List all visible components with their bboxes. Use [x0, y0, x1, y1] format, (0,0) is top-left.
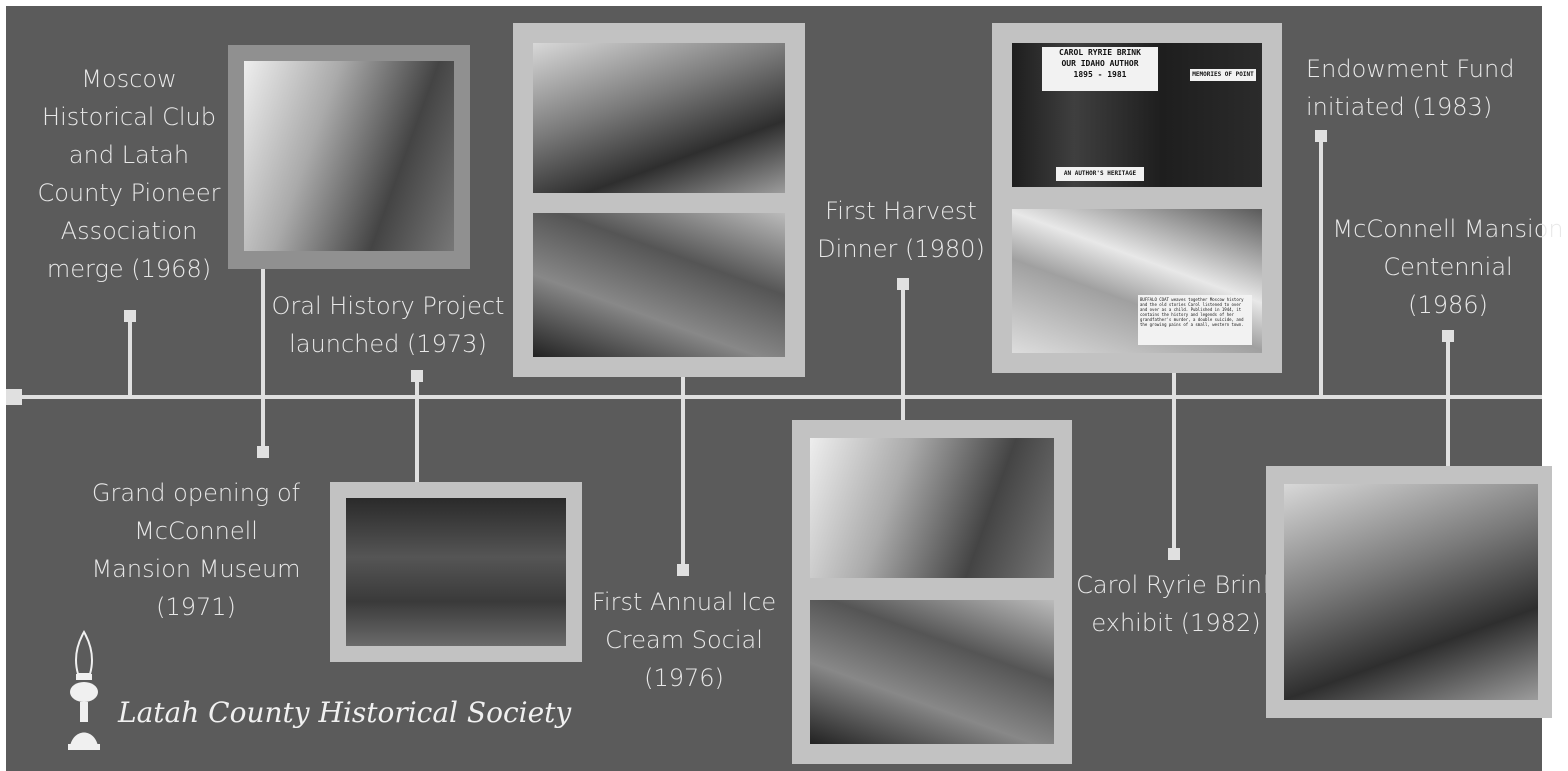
ice-cream-social-photo-2 [533, 213, 785, 357]
stem-1973 [415, 378, 419, 488]
stem-1986 [1446, 338, 1450, 466]
timeline-canvas: Moscow Historical Club and Latah County … [6, 6, 1564, 771]
node-1976 [677, 564, 689, 576]
photo-frame-harvest-dinner [792, 420, 1072, 764]
node-1973 [411, 370, 423, 382]
stem-1968 [128, 318, 132, 398]
photo-frame-mansion-interior [1266, 466, 1552, 718]
book-display-photo: BUFFALO COAT weaves together Moscow hist… [1012, 209, 1262, 353]
event-label-1968: Moscow Historical Club and Latah County … [37, 65, 221, 283]
oral-history-photo [346, 498, 566, 646]
exhibit-sign-bottom: AN AUTHOR'S HERITAGE [1056, 167, 1144, 181]
node-1982 [1168, 548, 1180, 560]
node-1980 [897, 278, 909, 290]
stem-1980 [901, 286, 905, 420]
mansion-exterior-photo [244, 61, 454, 251]
oil-lamp-icon [64, 628, 104, 754]
event-label-1980: First Harvest Dinner (1980) [817, 197, 985, 263]
harvest-dinner-tables-photo [810, 600, 1054, 744]
exhibit-sign-side: MEMORIES OF POINT [1190, 69, 1256, 81]
event-label-1973: Oral History Project launched (1973) [271, 292, 505, 358]
node-1983 [1315, 130, 1327, 142]
stem-1971 [261, 268, 265, 452]
timeline-axis [6, 395, 1542, 399]
mansion-interior-photo [1284, 484, 1538, 700]
photo-frame-brink-exhibit: CAROL RYRIE BRINK OUR IDAHO AUTHOR 1895 … [992, 23, 1282, 373]
event-label-1982: Carol Ryrie Brink exhibit (1982) [1076, 571, 1276, 637]
stem-1983 [1319, 138, 1323, 398]
society-logo-text: Latah County Historical Society [118, 696, 572, 729]
stem-1982 [1172, 372, 1176, 552]
stem-1976 [681, 376, 685, 572]
photo-frame-oral-history [330, 482, 582, 662]
event-label-1971: Grand opening of McConnell Mansion Museu… [91, 479, 301, 621]
exhibit-sign-title: CAROL RYRIE BRINK OUR IDAHO AUTHOR 1895 … [1042, 47, 1158, 91]
book-description-card: BUFFALO COAT weaves together Moscow hist… [1138, 295, 1252, 345]
event-label-1976: First Annual Ice Cream Social (1976) [591, 588, 777, 692]
photo-frame-mansion [228, 45, 470, 269]
node-1968 [124, 310, 136, 322]
node-1986 [1442, 330, 1454, 342]
event-label-1983: Endowment Fund initiated (1983) [1306, 55, 1515, 121]
photo-frame-ice-cream [513, 23, 805, 377]
ice-cream-social-photo-1 [533, 43, 785, 193]
harvest-dinner-band-photo [810, 438, 1054, 578]
node-1971 [257, 446, 269, 458]
exhibit-display-photo: CAROL RYRIE BRINK OUR IDAHO AUTHOR 1895 … [1012, 43, 1262, 187]
timeline-start-marker [6, 389, 22, 405]
event-label-1986: McConnell Mansion Centennial (1986) [1332, 215, 1564, 319]
